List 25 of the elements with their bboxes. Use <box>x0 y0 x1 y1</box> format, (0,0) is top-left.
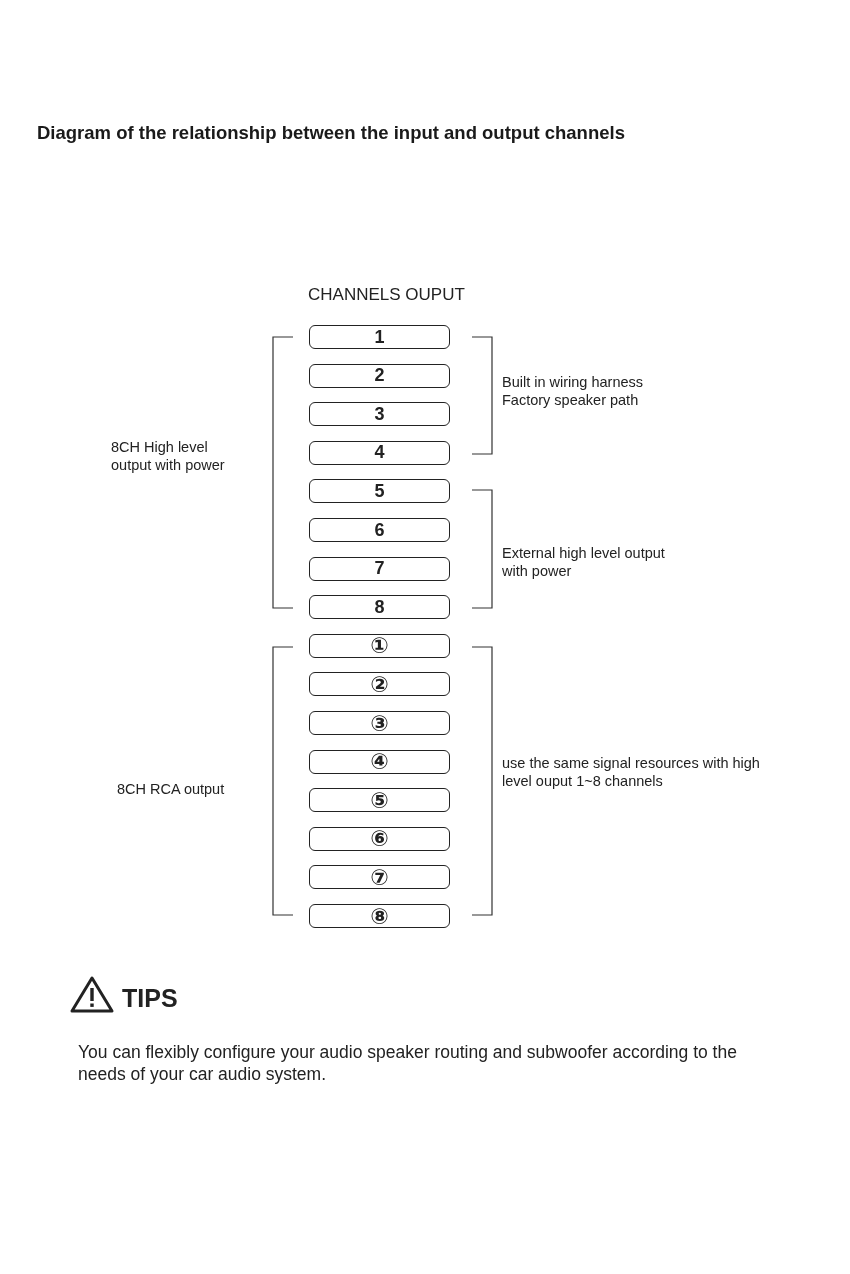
channel-box: ⑥ <box>309 826 450 851</box>
group-label: Built in wiring harness Factory speaker path <box>502 373 645 410</box>
channel-box: 8 <box>309 595 450 620</box>
channel-box: ⑦ <box>309 865 450 890</box>
group-label: External high level output with power <box>502 544 666 581</box>
channel-box: 4 <box>309 440 450 465</box>
channel-box: 7 <box>309 556 450 581</box>
tips-heading: TIPS <box>122 983 179 1014</box>
tips-text: You can flexibly configure your audio speaker routing and subwoofer according to the needs of your car audio system. <box>78 1042 738 1086</box>
channel-box: 5 <box>309 479 450 504</box>
group-label: use the same signal resources with high level ouput 1~8 channels <box>502 754 761 791</box>
channel-box: ④ <box>309 749 450 774</box>
channel-box: ① <box>309 633 450 658</box>
channel-box: 2 <box>309 363 450 388</box>
channel-box: ② <box>309 672 450 697</box>
group-label: 8CH High level output with power <box>111 438 226 475</box>
channel-box: ⑧ <box>309 904 450 928</box>
channel-box: 6 <box>309 518 450 542</box>
channel-box: ③ <box>309 711 450 735</box>
channel-box: 1 <box>309 325 450 349</box>
title: Diagram of the relationship between the input and output channels <box>37 122 625 144</box>
channel-box: ⑤ <box>309 788 450 813</box>
column-heading: CHANNELS OUPUT <box>308 284 466 306</box>
channel-box: 3 <box>309 402 450 427</box>
group-label: 8CH RCA output <box>117 780 226 799</box>
